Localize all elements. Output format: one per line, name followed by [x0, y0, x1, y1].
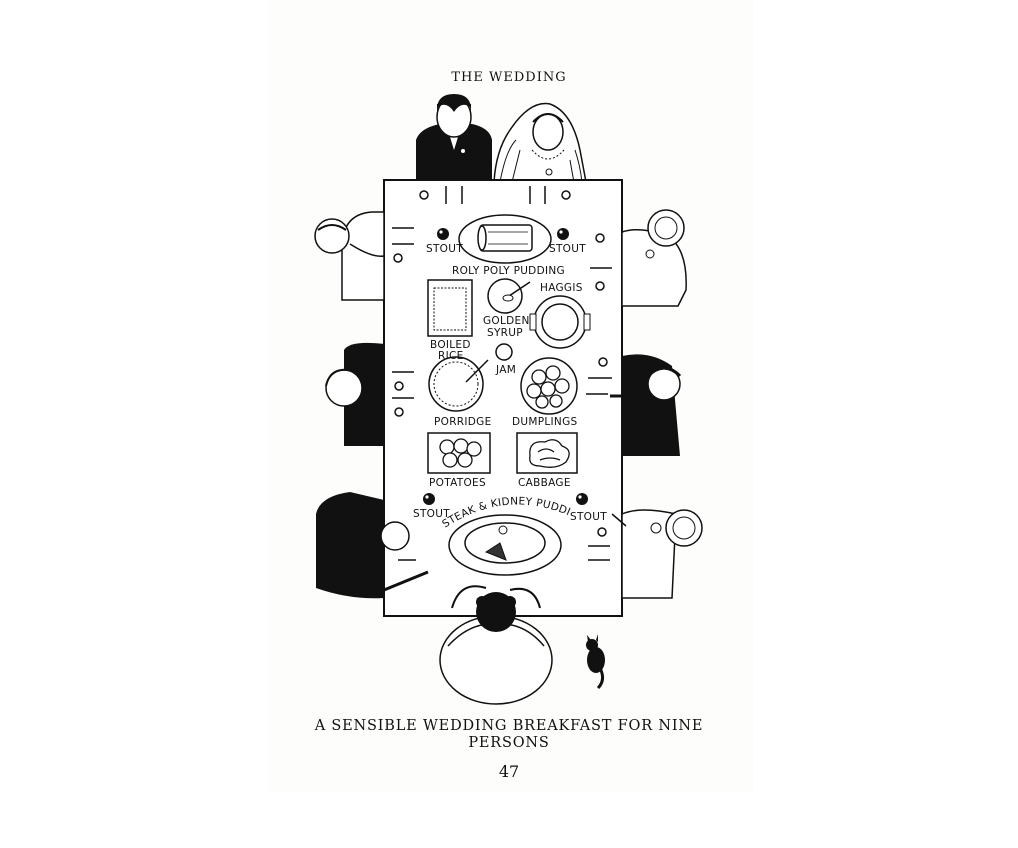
label-stout-bottom-right: STOUT [570, 511, 607, 523]
label-stout-bottom-left: STOUT [413, 508, 450, 520]
running-head: THE WEDDING [451, 70, 567, 85]
top-place-setting [419, 186, 571, 204]
potatoes-dish [427, 432, 491, 474]
label-jam: JAM [495, 364, 516, 376]
stout-bottle-bottom-right [576, 493, 588, 505]
stout-bottle-top-left [437, 228, 449, 240]
right-cutlery [586, 233, 612, 561]
porridge-bowl [428, 356, 489, 412]
page-number: 47 [498, 762, 520, 781]
label-boiled-rice-2: RICE [438, 350, 464, 362]
groom-figure [416, 94, 492, 182]
diner-left-bottom [316, 492, 429, 599]
label-haggis: HAGGIS [540, 282, 583, 294]
cabbage-dish [516, 432, 578, 474]
label-golden-syrup-2: SYRUP [487, 327, 523, 339]
stout-bottle-bottom-left [423, 493, 435, 505]
roly-poly-pudding-dish [458, 214, 552, 264]
diner-bottom [439, 585, 553, 705]
left-cutlery [392, 227, 416, 561]
label-dumplings: DUMPLINGS [512, 416, 577, 428]
dumplings-dish [520, 357, 578, 415]
label-stout-top-right: STOUT [549, 243, 586, 255]
diner-right-top [621, 209, 687, 307]
label-porridge: PORRIDGE [434, 416, 492, 428]
label-stout-top-left: STOUT [426, 243, 463, 255]
boiled-rice-dish [427, 279, 473, 337]
diner-right-middle [610, 354, 682, 456]
diner-left-middle [325, 342, 384, 446]
label-golden-syrup-1: GOLDEN [483, 315, 530, 327]
caption: A SENSIBLE WEDDING BREAKFAST FOR NINE PE… [314, 718, 704, 751]
haggis-dish [529, 295, 591, 349]
black-cat [586, 634, 605, 690]
golden-syrup-bowl [487, 278, 531, 314]
label-roly-poly-pudding: ROLY POLY PUDDING [452, 265, 565, 277]
jam-pot [495, 343, 513, 361]
diner-right-bottom [611, 509, 703, 599]
bride-figure [493, 102, 587, 183]
label-boiled-rice-1: BOILED [430, 339, 471, 351]
steak-kidney-pudding-dish [448, 514, 562, 576]
diner-left-top [314, 211, 385, 301]
label-potatoes: POTATOES [429, 477, 486, 489]
stout-bottle-top-right [557, 228, 569, 240]
label-cabbage: CABBAGE [518, 477, 571, 489]
